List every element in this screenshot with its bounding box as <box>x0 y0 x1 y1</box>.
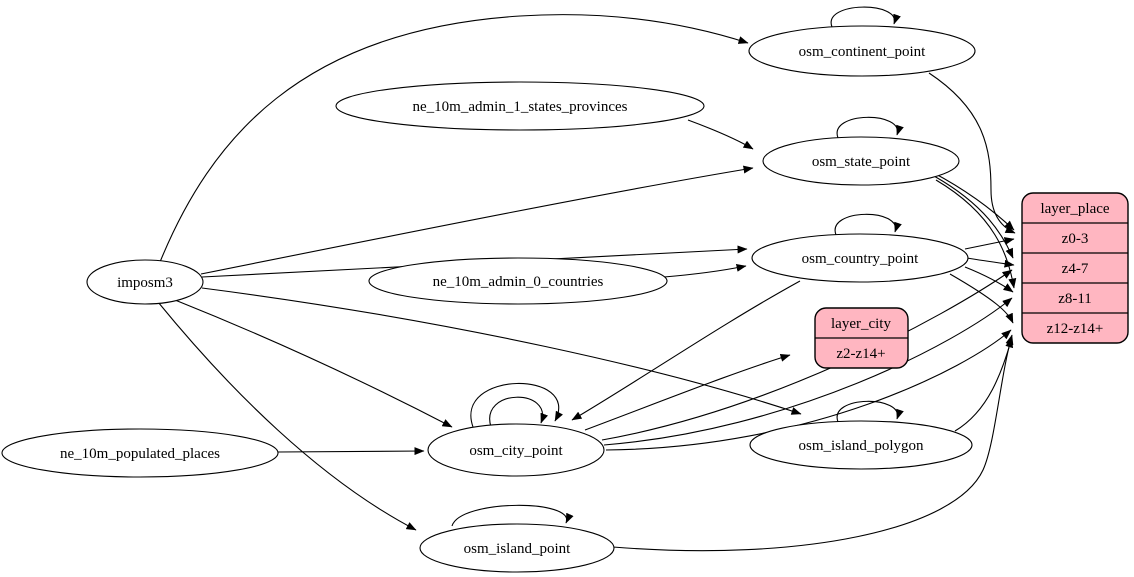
edge-ne_10m_admin_1_states_provinces-osm_state_point <box>687 119 754 150</box>
edge-imposm3-osm_island_point <box>157 301 417 531</box>
node-ne-10m-populated-places: ne_10m_populated_places <box>1 428 279 478</box>
edge-osm_country_point-layer_place-z12_14 <box>949 273 1014 324</box>
edge-imposm3-osm_city_point <box>174 299 453 428</box>
node-osm-state-point: osm_state_point <box>762 136 960 186</box>
edge-selfloop-osm_country_point <box>834 213 902 236</box>
osm-continent-point-shape <box>748 25 976 77</box>
node-imposm3: imposm3 <box>86 259 204 305</box>
osm-city-point-shape <box>427 423 605 477</box>
edge-selfloop-osm_city_point-outer <box>470 382 563 428</box>
osm-country-point-shape <box>751 233 969 283</box>
osm-state-point-shape <box>762 136 960 186</box>
osm-city-point-label: osm_city_point <box>469 443 563 459</box>
edge-osm_country_point-layer_place-z4_7 <box>966 257 1015 268</box>
ne-10m-populated-places-label: ne_10m_populated_places <box>60 446 220 462</box>
ne-10m-admin-0-countries-shape <box>368 257 668 305</box>
osm-island-point-label: osm_island_point <box>464 541 572 557</box>
node-layer-place: layer_place z0-3 z4-7 z8-11 z12-z14+ <box>1021 192 1129 344</box>
osm-country-point-label: osm_country_point <box>802 251 919 267</box>
edge-osm_state_point-layer_place-z0_3 <box>931 171 1015 231</box>
layer-place-shape <box>1021 192 1129 344</box>
edge-imposm3-osm_continent_point <box>159 14 749 263</box>
layer-place-row-z0-3: z0-3 <box>1062 231 1089 247</box>
edge-osm_city_point-layer_place-z8_11 <box>603 297 1013 446</box>
edge-osm_city_point-layer_place-z12_14 <box>605 329 1012 451</box>
imposm3-shape <box>86 259 204 305</box>
layer-place-row-z12-z14: z12-z14+ <box>1047 321 1104 337</box>
node-osm-continent-point: osm_continent_point <box>748 25 976 77</box>
edge-osm_country_point-osm_city_point <box>571 280 801 421</box>
edge-layer <box>157 6 1017 552</box>
osm-state-point-label: osm_state_point <box>812 154 911 170</box>
node-osm-country-point: osm_country_point <box>751 233 969 283</box>
layer-place-row-z8-11: z8-11 <box>1058 291 1092 307</box>
edge-osm_country_point-layer_place-z0_3 <box>964 237 1015 250</box>
edge-ne_10m_populated_places-osm_city_point <box>277 447 425 456</box>
edge-osm_country_point-layer_place-z8_11 <box>964 266 1014 293</box>
node-layer-city: layer_city z2-z14+ <box>814 307 909 369</box>
edge-osm_continent_point-layer_place-z0_3 <box>928 72 1016 234</box>
node-ne-10m-admin-0-countries: ne_10m_admin_0_countries <box>368 257 668 305</box>
edge-selfloop-osm_city_point-inner <box>489 396 549 428</box>
edge-imposm3-osm_island_polygon <box>201 287 802 415</box>
ne-10m-populated-places-shape <box>1 428 279 478</box>
layer-city-title: layer_city <box>831 316 891 332</box>
edge-selfloop-osm_continent_point <box>830 6 901 28</box>
edge-osm_city_point-layer_place-z4_7 <box>601 269 1013 441</box>
edge-imposm3-osm_state_point <box>200 165 754 275</box>
ne-10m-admin-1-states-provinces-shape <box>335 81 705 131</box>
osm-continent-point-label: osm_continent_point <box>799 44 926 60</box>
ne-10m-admin-1-states-provinces-label: ne_10m_admin_1_states_provinces <box>413 99 628 115</box>
edge-selfloop-osm_state_point <box>836 116 904 139</box>
edge-ne_10m_admin_0_countries-osm_country_point <box>663 263 747 278</box>
node-osm-island-point: osm_island_point <box>419 523 615 573</box>
node-ne-10m-admin-1-states-provinces: ne_10m_admin_1_states_provinces <box>335 81 705 131</box>
layer-place-row-z4-7: z4-7 <box>1062 261 1089 277</box>
edge-osm_state_point-layer_place-z4_7 <box>933 175 1014 259</box>
node-osm-island-polygon: osm_island_polygon <box>749 420 973 470</box>
layer-place-title: layer_place <box>1040 201 1109 217</box>
layer-city-row-z2-z14: z2-z14+ <box>836 346 885 362</box>
node-osm-city-point: osm_city_point <box>427 423 605 477</box>
osm-island-point-shape <box>419 523 615 573</box>
edge-selfloop-osm_island_point <box>451 504 574 527</box>
edge-osm_city_point-layer_city-z2 <box>584 353 791 431</box>
imposm3-label: imposm3 <box>117 275 173 291</box>
edge-osm_island_polygon-layer_place-z12_14 <box>954 337 1013 432</box>
osm-island-polygon-label: osm_island_polygon <box>798 438 924 454</box>
ne-10m-admin-0-countries-label: ne_10m_admin_0_countries <box>433 274 604 290</box>
edge-osm_island_point-layer_place-z12_14 <box>612 334 1014 552</box>
osm-island-polygon-shape <box>749 420 973 470</box>
